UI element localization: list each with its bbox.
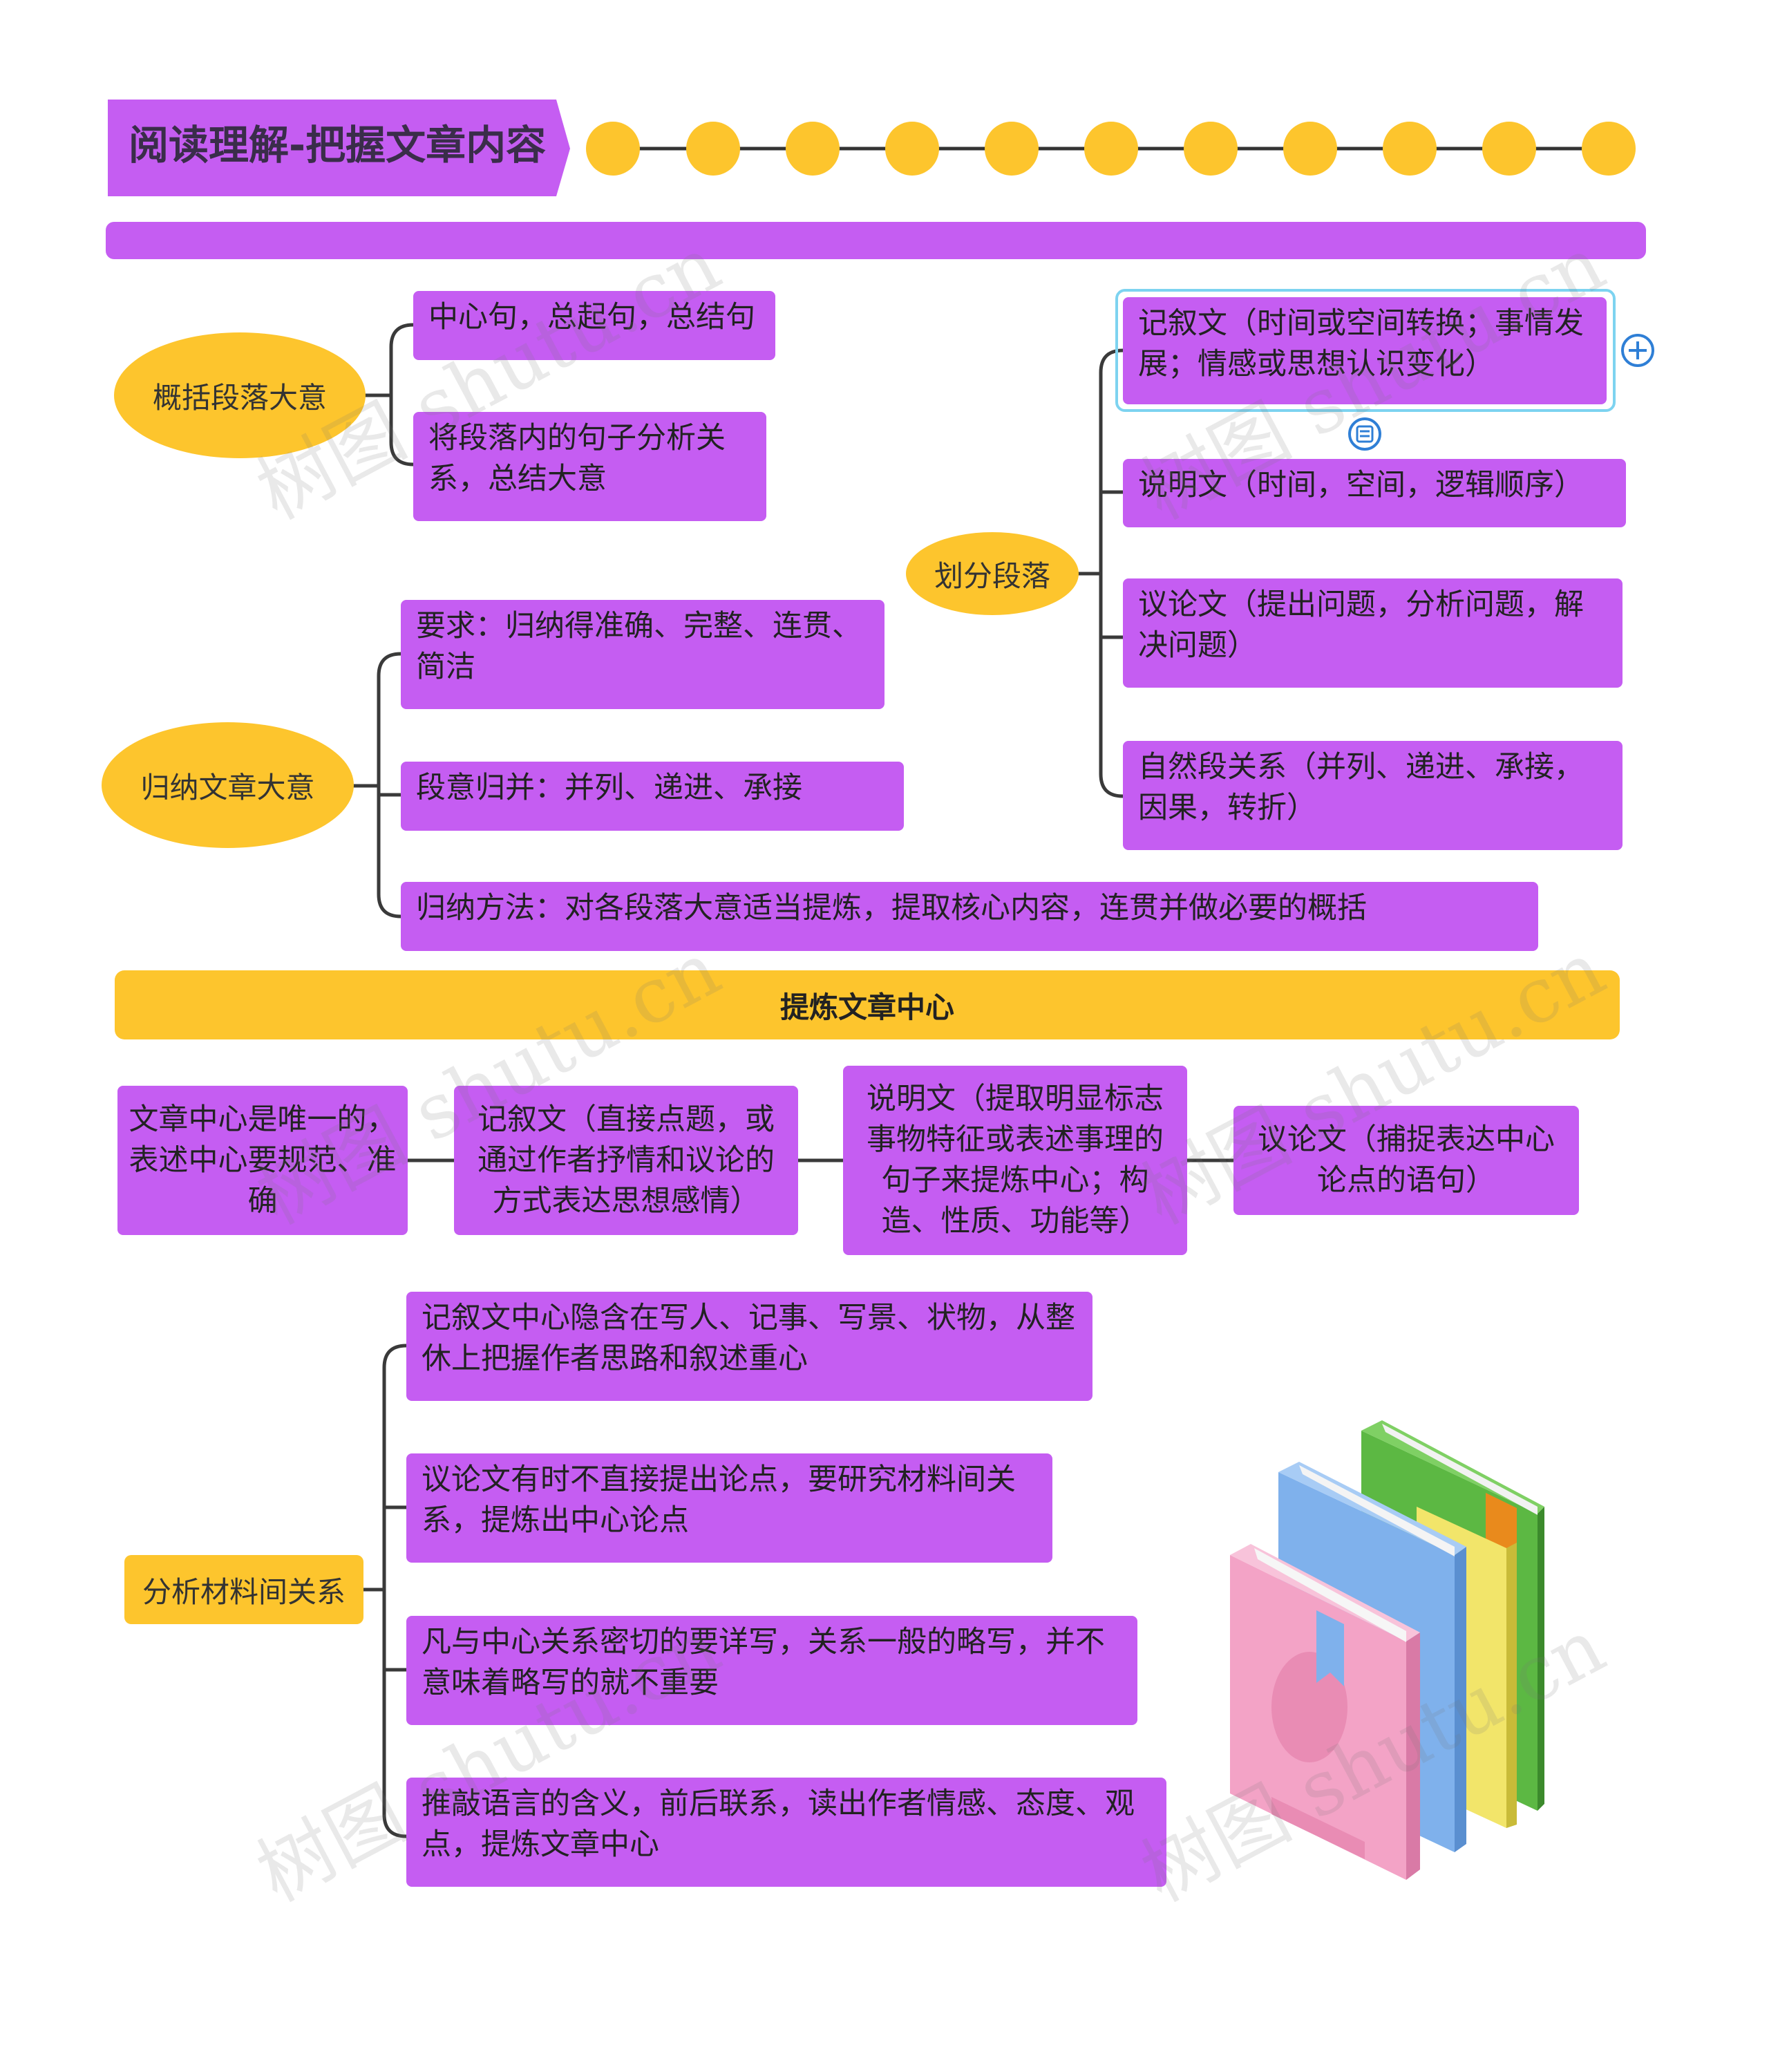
title-dot (1283, 122, 1337, 176)
node-natural-paragraph-relation[interactable]: 自然段关系（并列、递进、承接，因果，转折） (1123, 741, 1623, 850)
title-dot (1383, 122, 1437, 176)
node-material-language[interactable]: 推敲语言的含义，前后联系，读出作者情感、态度、观点，提炼文章中心 (406, 1778, 1166, 1887)
selection-outline (1115, 289, 1616, 412)
node-material-argumentative[interactable]: 议论文有时不直接提出论点，要研究材料间关系，提炼出中心论点 (406, 1453, 1052, 1563)
node-requirement[interactable]: 要求：归纳得准确、完整、连贯、简洁 (401, 600, 884, 709)
node-expository-center[interactable]: 说明文（提取明显标志事物特征或表述事理的句子来提炼中心；构造、性质、功能等） (843, 1066, 1187, 1255)
page-title: 阅读理解-把握文章内容 (129, 122, 547, 169)
title-dot (985, 122, 1039, 176)
title-divider-bar (106, 222, 1646, 259)
title-dot (1582, 122, 1636, 176)
title-dot (1482, 122, 1536, 176)
title-dot (786, 122, 840, 176)
plus-circle-icon[interactable] (1621, 334, 1654, 367)
node-unique-center[interactable]: 文章中心是唯一的，表述中心要规范、准确 (117, 1086, 408, 1235)
node-narrative-division[interactable]: 记叙文（时间或空间转换；事情发展；情感或思想认识变化） (1123, 297, 1607, 404)
title-dot (686, 122, 740, 176)
node-material-narrative[interactable]: 记叙文中心隐含在写人、记事、写景、状物，从整休上把握作者思路和叙述重心 (406, 1292, 1092, 1401)
node-argumentative-division[interactable]: 议论文（提出问题，分析问题，解决问题） (1123, 578, 1623, 688)
node-divide-paragraphs[interactable]: 划分段落 (906, 532, 1079, 615)
title-dot (885, 122, 939, 176)
node-argumentative-center[interactable]: 议论文（捕捉表达中心论点的语句） (1233, 1106, 1579, 1215)
node-analyze-sentences[interactable]: 将段落内的句子分析关系，总结大意 (413, 412, 766, 521)
node-summary-method[interactable]: 归纳方法：对各段落大意适当提炼，提取核心内容，连贯并做必要的概括 (401, 882, 1538, 951)
node-central-sentence[interactable]: 中心句，总起句，总结句 (413, 291, 775, 360)
node-summarize-paragraph[interactable]: 概括段落大意 (114, 332, 366, 458)
node-narrative-center[interactable]: 记叙文（直接点题，或通过作者抒情和议论的方式表达思想感情） (454, 1086, 798, 1235)
title-dot (1084, 122, 1138, 176)
node-expository-division[interactable]: 说明文（时间，空间，逻辑顺序） (1123, 459, 1626, 527)
section-banner-central-idea[interactable]: 提炼文章中心 (115, 970, 1620, 1039)
title-dot (586, 122, 640, 176)
node-material-detail[interactable]: 凡与中心关系密切的要详写，关系一般的略写，并不意味着略写的就不重要 (406, 1616, 1137, 1725)
node-paragraph-merge[interactable]: 段意归并：并列、递进、承接 (401, 762, 904, 831)
note-icon[interactable] (1348, 417, 1381, 451)
title-dots (586, 122, 1636, 176)
title-dot (1184, 122, 1238, 176)
node-analyze-material[interactable]: 分析材料间关系 (124, 1555, 363, 1624)
books-icon (1230, 1420, 1544, 1880)
node-summarize-article[interactable]: 归纳文章大意 (102, 722, 354, 848)
